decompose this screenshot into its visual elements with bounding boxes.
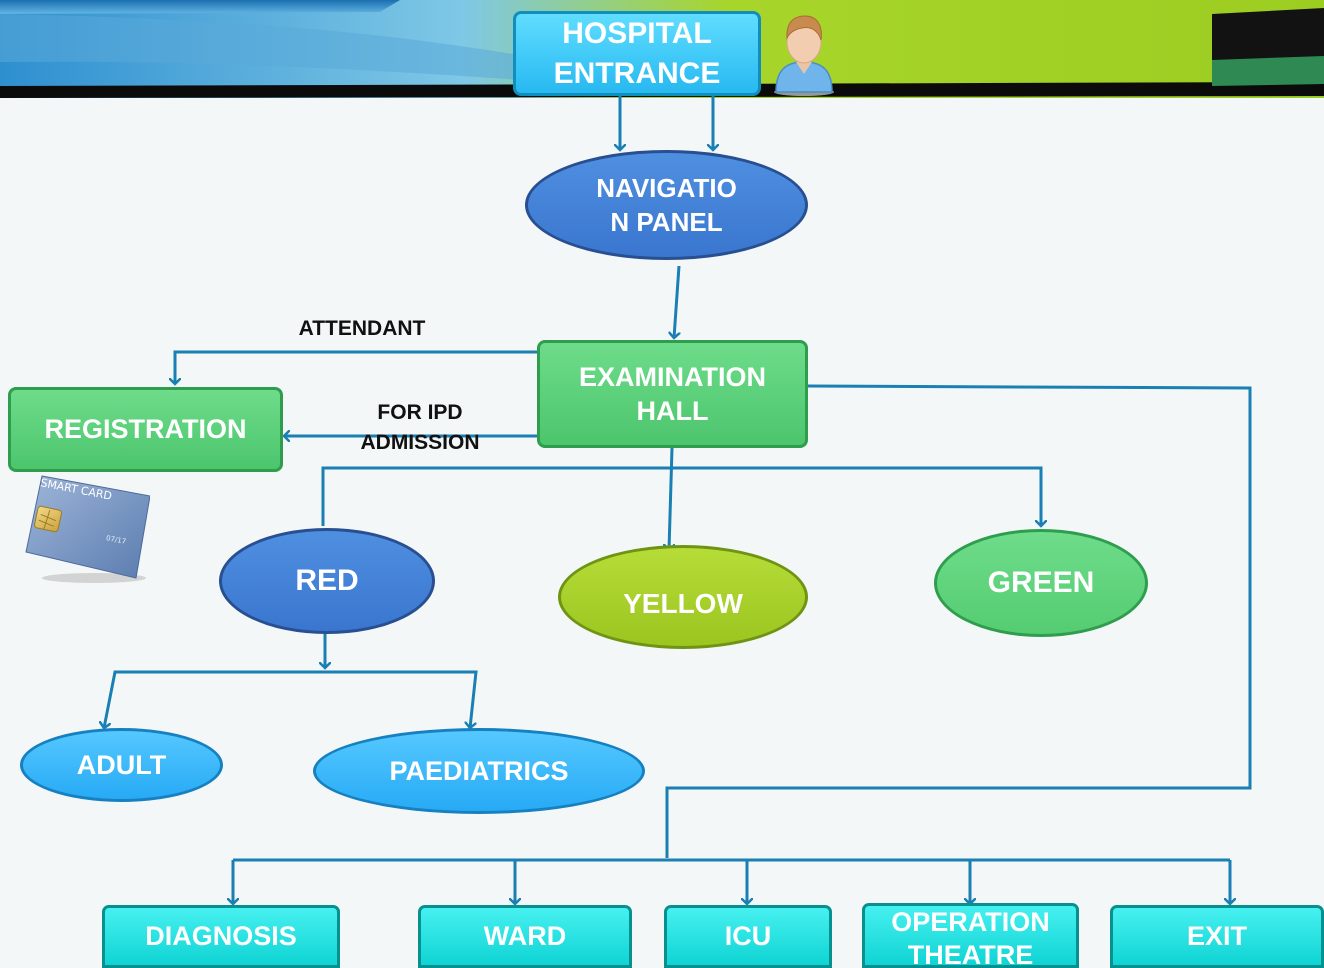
edge-examination-outcomes	[665, 384, 1252, 858]
examination-hall-node: EXAMINATION HALL	[537, 340, 808, 448]
smart-card-icon: SMART CARD 07/17	[22, 474, 151, 584]
hospital-entrance-node: HOSPITAL ENTRANCE	[513, 11, 761, 96]
ward-node: WARD	[418, 905, 632, 968]
person-icon	[774, 15, 834, 96]
diagnosis-node: DIAGNOSIS	[102, 905, 340, 968]
edge-red-adult	[104, 670, 465, 728]
edge-triage-split	[321, 466, 1041, 526]
icu-node: ICU	[664, 905, 832, 968]
edge-navigation-examination	[674, 265, 681, 338]
green-triage-node: GREEN	[934, 529, 1148, 637]
adult-node: ADULT	[20, 728, 223, 802]
smart-card-graphic	[25, 475, 151, 583]
edge-red-paediatrics	[465, 670, 478, 728]
operation-theatre-node: OPERATION THEATRE	[862, 903, 1079, 968]
yellow-triage-node: YELLOW	[558, 545, 808, 649]
ipd-admission-label: FOR IPD ADMISSION	[360, 401, 480, 454]
paediatrics-node: PAEDIATRICS	[313, 728, 645, 814]
registration-node: REGISTRATION	[8, 387, 283, 472]
edge-examination-yellow	[669, 447, 672, 550]
red-triage-node: RED	[219, 528, 435, 634]
edge-attendant	[175, 350, 538, 384]
exit-node: EXIT	[1110, 905, 1324, 968]
attendant-label: ATTENDANT	[298, 317, 426, 340]
navigation-panel-node: NAVIGATIO N PANEL	[525, 150, 808, 260]
